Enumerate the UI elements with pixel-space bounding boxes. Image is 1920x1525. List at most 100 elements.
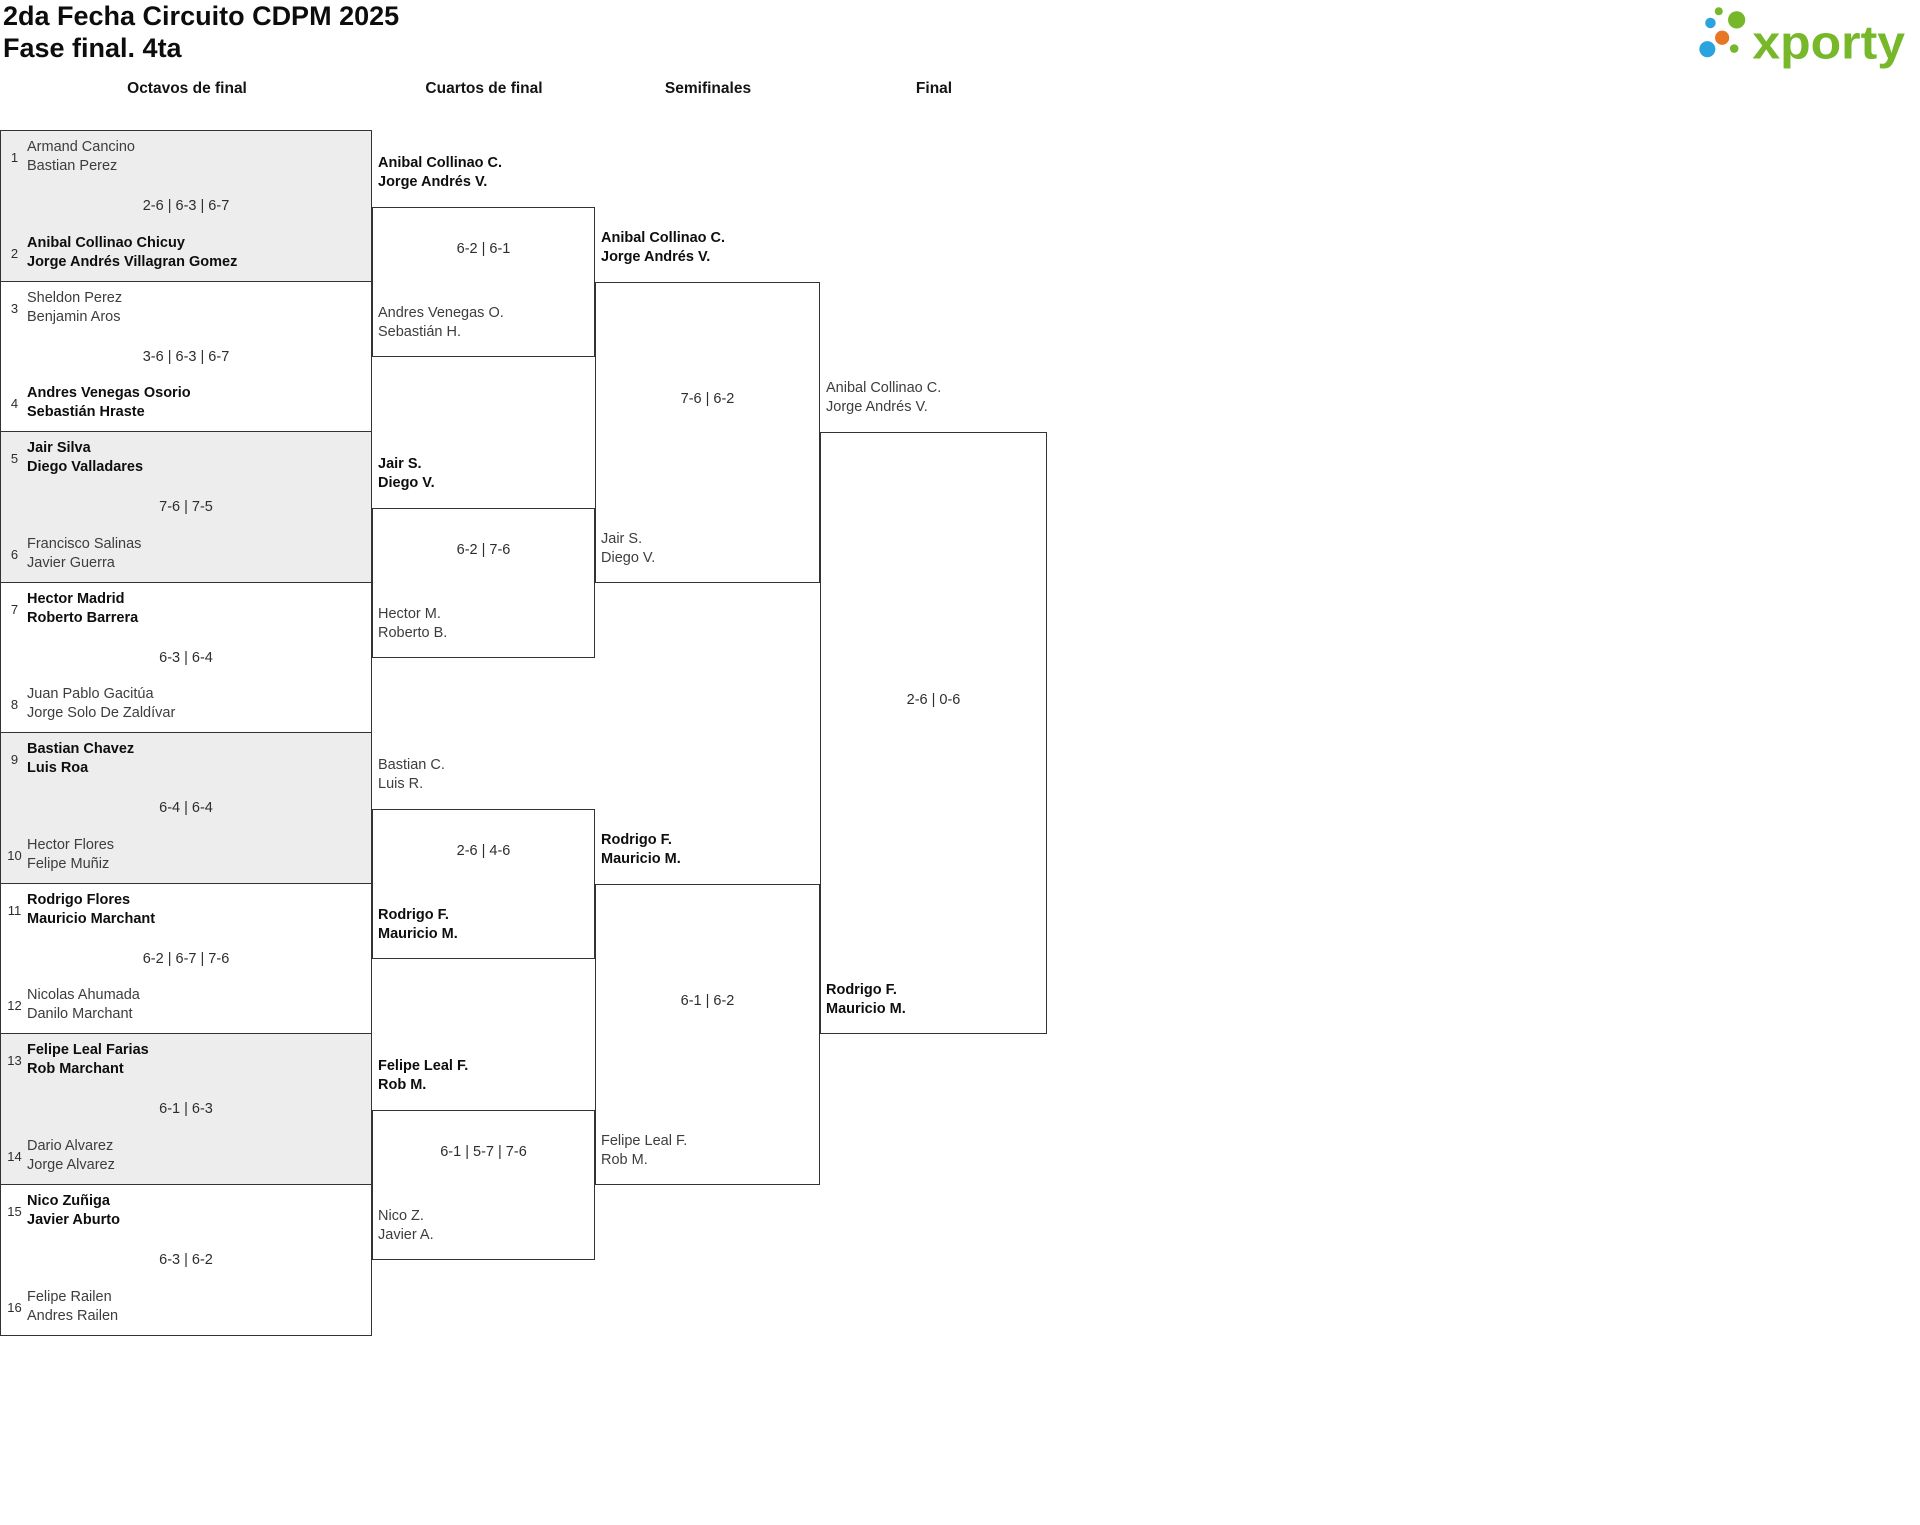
- match-score: 7-6 | 6-2: [680, 391, 735, 408]
- player-name: Jorge Andrés V.: [601, 248, 711, 265]
- team-label: Nico Z.Javier A.: [378, 1207, 434, 1245]
- player-name: Rodrigo F.: [601, 831, 672, 848]
- player-name: Rodrigo F.: [378, 907, 449, 923]
- seed-number: 4: [10, 395, 19, 411]
- match-score: 6-1 | 6-3: [159, 1101, 213, 1117]
- player-name: Mauricio M.: [601, 850, 681, 867]
- seed-number: 8: [10, 696, 19, 712]
- match-score: 6-1 | 5-7 | 7-6: [440, 1143, 527, 1160]
- page-subtitle: Fase final. 4ta: [3, 33, 182, 63]
- player-name: Felipe Leal F.: [601, 1132, 688, 1149]
- player-name: Luis R.: [378, 775, 424, 792]
- seed-number: 7: [10, 601, 19, 617]
- player-name: Anibal Collinao C.: [378, 154, 503, 171]
- match-score: 6-2 | 6-7 | 7-6: [142, 950, 230, 967]
- xporty-logo: xporty: [1699, 7, 1905, 68]
- logo-dot-green-small-bot: [1729, 44, 1739, 53]
- player-name: Diego Valladares: [27, 459, 144, 475]
- team-label: Rodrigo F. Mauricio M.: [378, 906, 458, 944]
- player-name: Rob M.: [378, 1076, 427, 1093]
- match-score: 6-4 | 6-4: [159, 800, 213, 816]
- player-name: Felipe Leal F.: [378, 1057, 469, 1074]
- player-name: Sebastián H.: [378, 324, 462, 340]
- match-score: 3-6 | 6-3 | 6-7: [142, 348, 230, 365]
- seed-number: 10: [7, 847, 22, 863]
- seed-number: 3: [10, 300, 19, 316]
- player-name: Rodrigo Flores: [27, 892, 131, 908]
- column-header-cuartos: Cuartos de final: [425, 80, 543, 97]
- team-label: Rodrigo F. Mauricio M.: [601, 831, 681, 869]
- player-name: Francisco Salinas: [27, 536, 142, 552]
- seed-number: 1: [10, 149, 19, 165]
- team-label: Jair S.Diego V.: [378, 455, 435, 493]
- seed-number: 15: [7, 1203, 22, 1219]
- player-name: Bastian Chavez: [27, 741, 135, 757]
- player-name: Jorge Andrés V.: [826, 399, 928, 416]
- player-name: Mauricio Marchant: [27, 911, 156, 927]
- semifinal-match-box: [595, 883, 820, 1185]
- player-name: Rodrigo F.: [826, 982, 897, 999]
- team-label: Anibal Collinao C. Jorge Andrés V.: [378, 154, 502, 192]
- player-name: Mauricio M.: [378, 926, 458, 942]
- player-name: Jorge Andrés V.: [378, 173, 488, 190]
- player-name: Nico Zuñiga: [27, 1193, 110, 1209]
- player-name: Nicolas Ahumada: [27, 987, 140, 1003]
- match-score: 7-6 | 7-5: [159, 499, 213, 515]
- player-name: Jorge Andrés Villagran Gomez: [27, 254, 238, 270]
- match-score: 6-3 | 6-2: [159, 1252, 213, 1268]
- column-header-final: Final: [915, 80, 953, 97]
- quarterfinal-match-box: [372, 507, 595, 658]
- seed-number: 6: [10, 546, 19, 562]
- player-name: Juan Pablo Gacitúa: [27, 686, 154, 702]
- logo-dot-green-large: [1728, 11, 1746, 29]
- player-name: Mauricio M.: [826, 1001, 906, 1018]
- player-name: Andres Venegas O.: [378, 305, 504, 321]
- logo-dot-blue-mid: [1705, 17, 1716, 29]
- player-name: Jorge Alvarez: [27, 1157, 115, 1173]
- player-name: Roberto Barrera: [27, 610, 139, 626]
- team-label: Anibal Collinao C.Jorge Andrés V.: [826, 379, 941, 417]
- player-name: Bastian Perez: [27, 158, 118, 174]
- quarterfinal-match-box: [372, 1109, 595, 1260]
- player-name: Dario Alvarez: [27, 1138, 114, 1154]
- team-label: Andres Venegas O. Sebastián H.: [378, 304, 504, 342]
- seed-number: 5: [10, 450, 19, 466]
- player-name: Diego V.: [378, 474, 435, 491]
- player-name: Bastian C.: [378, 756, 445, 773]
- seed-number: 16: [7, 1299, 22, 1315]
- player-name: Felipe Muñiz: [27, 856, 110, 872]
- match-score: 6-2 | 6-1: [456, 240, 511, 257]
- quarterfinal-match-box: [372, 808, 595, 959]
- logo-dot-orange: [1715, 30, 1730, 45]
- semifinal-match-box: [595, 281, 820, 583]
- final-match-box: [820, 432, 1047, 1035]
- column-header-octavos: Octavos de final: [127, 80, 247, 97]
- player-name: Sheldon Perez: [27, 290, 123, 306]
- player-name: Sebastián Hraste: [27, 404, 145, 420]
- player-name: Roberto B.: [378, 625, 448, 641]
